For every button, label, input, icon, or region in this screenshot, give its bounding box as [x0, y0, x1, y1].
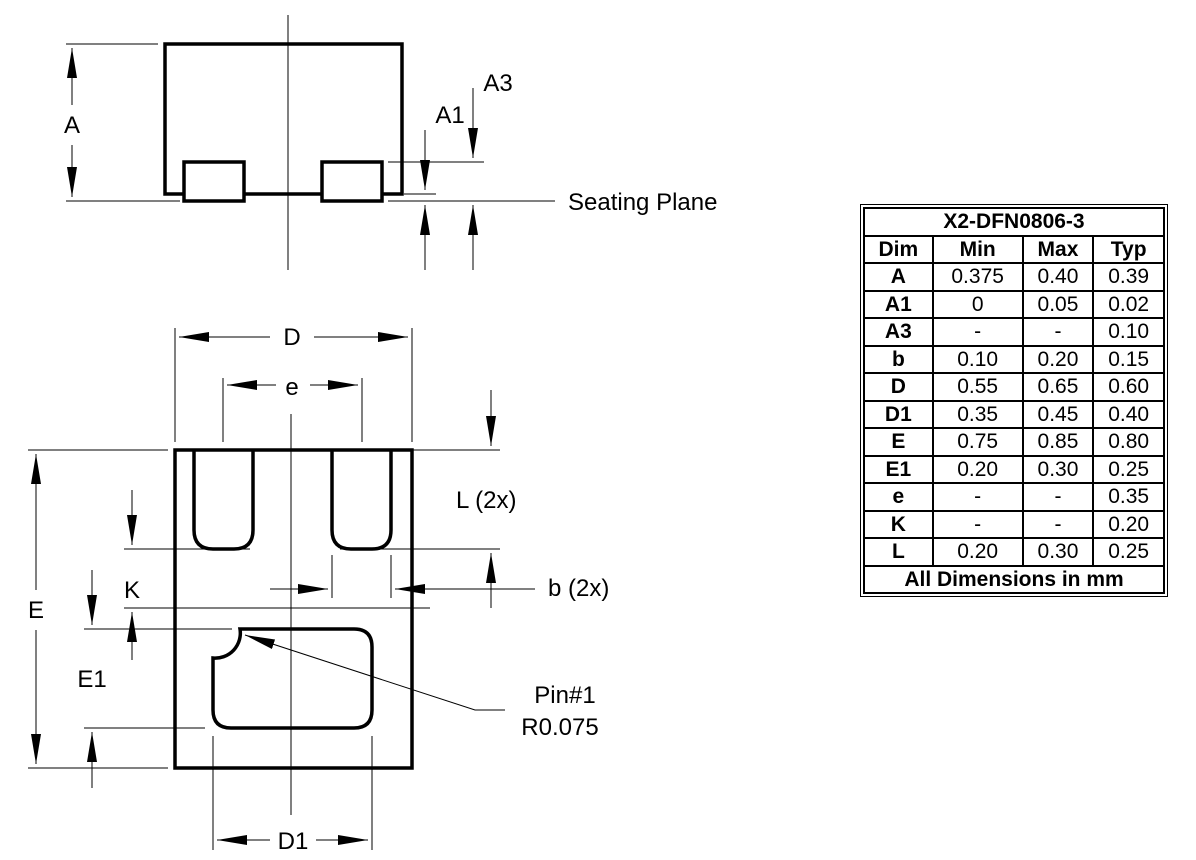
table-cell-max: 0.05: [1021, 289, 1095, 319]
table-row: e--0.35: [863, 482, 1165, 512]
side-view-body: [163, 42, 404, 196]
table-cell-max: 0.85: [1021, 427, 1095, 457]
table-cell-typ: 0.80: [1092, 427, 1165, 457]
table-cell-min: -: [931, 482, 1024, 512]
table-cell-max: 0.20: [1021, 344, 1095, 374]
table-cell-max: 0.45: [1021, 399, 1095, 429]
table-header-dim: Dim: [863, 234, 934, 264]
table-row: A3--0.10: [863, 317, 1165, 347]
table-cell-dim: E1: [863, 454, 934, 484]
table-header-typ: Typ: [1092, 234, 1165, 264]
table-cell-dim: b: [863, 344, 934, 374]
table-cell-typ: 0.40: [1092, 399, 1165, 429]
side-view-right-pad: [320, 160, 384, 203]
table-cell-typ: 0.10: [1092, 317, 1165, 347]
table-cell-dim: D: [863, 372, 934, 402]
table-cell-min: 0.20: [931, 454, 1024, 484]
table-cell-typ: 0.15: [1092, 344, 1165, 374]
label-seating-plane: Seating Plane: [568, 189, 717, 216]
bottom-view-right-lead: [330, 450, 393, 551]
bottom-view-body: [173, 448, 414, 770]
bottom-view-left-lead: [192, 450, 255, 551]
table-cell-dim: K: [863, 509, 934, 539]
table-cell-min: 0.75: [931, 427, 1024, 457]
label-e-pitch: e: [285, 374, 298, 401]
label-pin1: Pin#1: [534, 682, 595, 709]
table-cell-typ: 0.35: [1092, 482, 1165, 512]
table-title: X2-DFN0806-3: [863, 207, 1165, 237]
table-cell-max: 0.30: [1021, 454, 1095, 484]
table-row: K--0.20: [863, 509, 1165, 539]
table-cell-max: -: [1021, 482, 1095, 512]
table-cell-dim: A: [863, 262, 934, 292]
table-cell-max: -: [1021, 509, 1095, 539]
table-cell-min: 0.55: [931, 372, 1024, 402]
table-cell-min: 0.375: [931, 262, 1024, 292]
table-cell-dim: E: [863, 427, 934, 457]
bottom-view: D e L (2x) b (2x) K: [28, 324, 609, 855]
table-cell-dim: D1: [863, 399, 934, 429]
table-cell-typ: 0.25: [1092, 537, 1165, 567]
label-b: b (2x): [548, 575, 609, 602]
label-a3: A3: [483, 70, 512, 97]
label-k: K: [124, 577, 140, 604]
bottom-view-center-pad: [211, 627, 374, 730]
table-cell-dim: e: [863, 482, 934, 512]
table-cell-min: 0: [931, 289, 1024, 319]
label-d1: D1: [278, 828, 309, 855]
label-e1: E1: [77, 666, 106, 693]
table-cell-typ: 0.02: [1092, 289, 1165, 319]
table-cell-min: -: [931, 317, 1024, 347]
table-cell-min: 0.35: [931, 399, 1024, 429]
table-cell-max: 0.65: [1021, 372, 1095, 402]
table-cell-typ: 0.20: [1092, 509, 1165, 539]
label-d: D: [283, 324, 300, 351]
pin1-leader-line: [244, 634, 505, 711]
table-cell-min: 0.20: [931, 537, 1024, 567]
table-cell-min: -: [931, 509, 1024, 539]
label-pin1-radius: R0.075: [521, 714, 598, 741]
table-cell-typ: 0.39: [1092, 262, 1165, 292]
table-cell-dim: A1: [863, 289, 934, 319]
table-footer: All Dimensions in mm: [863, 564, 1165, 594]
table-cell-max: -: [1021, 317, 1095, 347]
label-a: A: [64, 112, 80, 139]
side-view-left-pad: [182, 160, 246, 203]
table-header-min: Min: [931, 234, 1024, 264]
table-cell-typ: 0.60: [1092, 372, 1165, 402]
table-cell-max: 0.30: [1021, 537, 1095, 567]
table-cell-max: 0.40: [1021, 262, 1095, 292]
table-cell-dim: L: [863, 537, 934, 567]
label-a1: A1: [435, 102, 464, 129]
table-cell-typ: 0.25: [1092, 454, 1165, 484]
label-e: E: [28, 597, 44, 624]
table-cell-min: 0.10: [931, 344, 1024, 374]
label-l: L (2x): [456, 487, 516, 514]
table-header-max: Max: [1021, 234, 1095, 264]
table-cell-dim: A3: [863, 317, 934, 347]
side-view: A A1 A3 Seating Plane: [64, 15, 717, 270]
